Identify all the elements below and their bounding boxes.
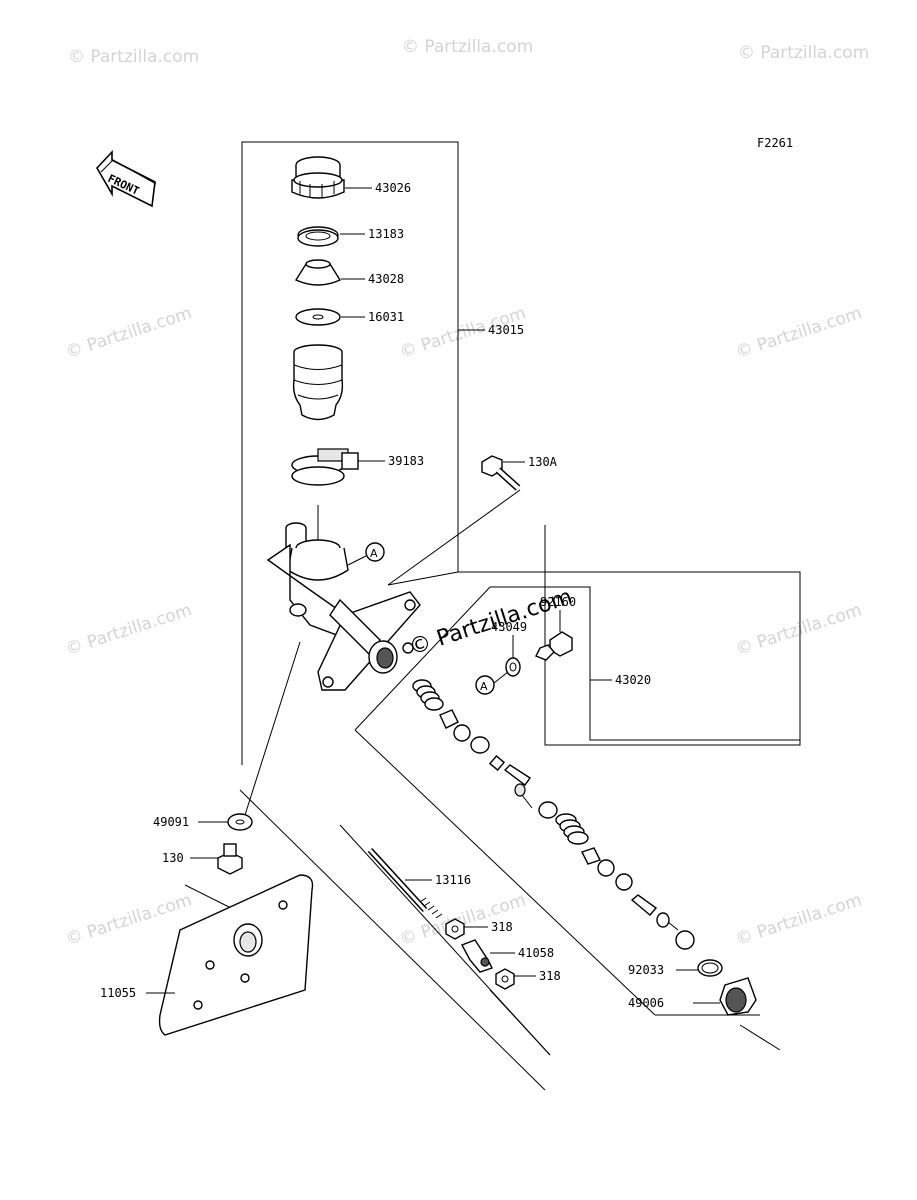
part-43049-washer <box>505 657 521 677</box>
watermark: © Partzilla.com <box>733 890 864 950</box>
piston-internals <box>412 679 695 950</box>
callout-a: A <box>347 542 385 566</box>
part-label-130A: 130A <box>528 455 558 469</box>
watermark: © Partzilla.com <box>63 890 194 950</box>
figure-code: F2261 <box>757 136 793 150</box>
part-49006-boot <box>719 977 757 1016</box>
part-13183-plate <box>297 226 339 247</box>
part-16031-float <box>295 308 341 326</box>
part-label-49091: 49091 <box>153 815 189 829</box>
part-92160-bolt <box>535 631 573 661</box>
part-39183-clamp <box>291 448 359 486</box>
front-arrow-icon: FRONT <box>96 149 157 208</box>
watermark: © Partzilla.com <box>63 303 194 363</box>
callout-a: A <box>475 671 509 695</box>
part-label-39183: 39183 <box>388 454 424 468</box>
spring-1 <box>412 679 444 711</box>
part-318-nut <box>445 918 465 940</box>
watermark: © Partzilla.com <box>738 43 869 63</box>
part-13116-pushrod <box>367 847 443 919</box>
watermark: © Partzilla.com <box>63 600 194 660</box>
part-11055-bracket <box>158 874 314 1036</box>
part-43026-cap <box>291 156 345 199</box>
part-label-13183: 13183 <box>368 227 404 241</box>
piston-rod <box>488 754 533 809</box>
part-label-43026: 43026 <box>375 181 411 195</box>
assembly-outline-43015 <box>241 141 801 765</box>
watermark: © Partzilla.com <box>402 37 533 57</box>
part-label-41058: 41058 <box>518 946 554 960</box>
watermarks: © Partzilla.com © Partzilla.com © Partzi… <box>63 37 869 950</box>
part-130A-bolt <box>481 455 521 491</box>
watermark: © Partzilla.com <box>733 303 864 363</box>
part-49091-washer <box>227 813 253 831</box>
part-label-318: 318 <box>539 969 561 983</box>
part-label-16031: 16031 <box>368 310 404 324</box>
part-label-49006: 49006 <box>628 996 664 1010</box>
assembly-outline-43020 <box>354 586 800 741</box>
part-label-43015: 43015 <box>488 323 524 337</box>
part-92033-circlip <box>697 959 723 977</box>
part-130-bolt <box>217 843 243 875</box>
watermark: © Partzilla.com <box>68 47 199 67</box>
part-label-43028: 43028 <box>368 272 404 286</box>
spring-2 <box>555 813 589 845</box>
part-label-11055: 11055 <box>100 986 136 1000</box>
reservoir-tank <box>292 344 344 421</box>
part-label-43020: 43020 <box>615 673 651 687</box>
watermark: © Partzilla.com <box>733 600 864 660</box>
part-43028-diaphragm <box>294 259 342 286</box>
part-label-92160: 92160 <box>540 595 576 609</box>
part-label-92033: 92033 <box>628 963 664 977</box>
part-label-43049: 43049 <box>491 620 527 634</box>
part-label-318: 318 <box>491 920 513 934</box>
master-cylinder-body <box>266 505 421 691</box>
svg-text:A: A <box>370 547 378 560</box>
leader-lines <box>169 489 781 1091</box>
part-41058-clevis <box>461 939 493 973</box>
part-label-130: 130 <box>162 851 184 865</box>
part-label-13116: 13116 <box>435 873 471 887</box>
part-318-nut <box>495 968 515 990</box>
svg-text:A: A <box>480 680 488 693</box>
